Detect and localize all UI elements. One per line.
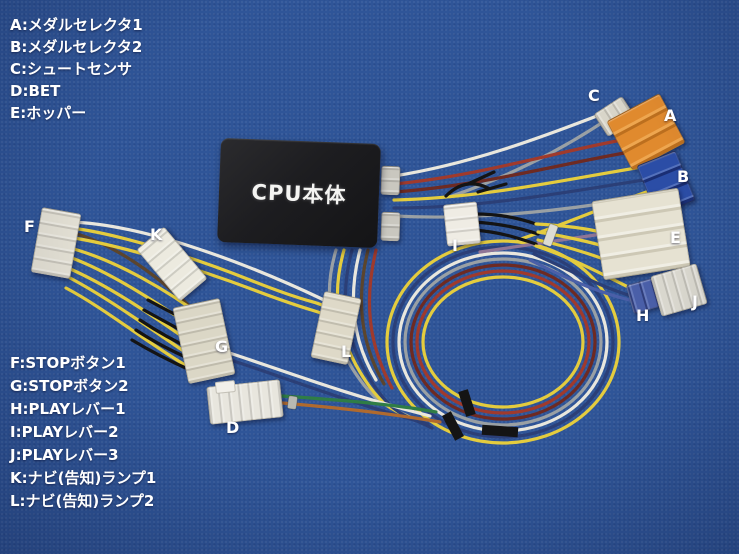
legend-line: K:ナビ(告知)ランプ1 [10, 469, 157, 487]
legend-line: G:STOPボタン2 [10, 377, 129, 395]
photo-label-a: A [664, 106, 677, 125]
legend-line: A:メダルセレクタ1 [10, 16, 143, 34]
wire-band-center [327, 248, 434, 430]
wire-bundle-d [280, 394, 442, 424]
photo-label-k: K [150, 225, 163, 244]
cpu-unit: CPU本体 [217, 137, 381, 249]
black-tie [481, 424, 519, 438]
connector-i-play-lever-2 [442, 201, 482, 247]
black-tie [442, 411, 464, 441]
photo-label-l: L [341, 342, 352, 361]
legend-line: C:シュートセンサ [10, 60, 133, 78]
photo-label-j: J [692, 292, 698, 311]
photo-label-f: F [24, 217, 35, 236]
legend-line: D:BET [10, 82, 61, 100]
legend-line: H:PLAYレバー1 [10, 400, 126, 418]
photo-label-b: B [677, 167, 690, 186]
cable-ties [286, 170, 559, 441]
black-tie [458, 389, 476, 417]
legend-line: L:ナビ(告知)ランプ2 [10, 492, 155, 510]
gray-clip [286, 395, 299, 410]
connector-latch [214, 379, 236, 394]
white-tie [542, 223, 559, 247]
legend-line: E:ホッパー [10, 104, 87, 122]
legend-line: I:PLAYレバー2 [10, 423, 119, 441]
cpu-side-connector-upper [380, 165, 401, 196]
photo-label-c: C [588, 86, 600, 105]
cpu-side-connector-lower [380, 211, 401, 242]
photo-label-d: D [226, 418, 240, 437]
legend-bottom: F:STOPボタン1 G:STOPボタン2 H:PLAYレバー1 I:PLAYレ… [10, 352, 156, 513]
photo-label-g: G [215, 337, 229, 356]
legend-top: A:メダルセレクタ1 B:メダルセレクタ2 C:シュートセンサ D:BET E:… [10, 14, 143, 124]
photo-label-h: H [636, 306, 650, 325]
legend-line: F:STOPボタン1 [10, 354, 126, 372]
cpu-unit-label: CPU本体 [251, 180, 347, 208]
photo-label-e: E [670, 228, 681, 247]
legend-line: J:PLAYレバー3 [10, 446, 119, 464]
legend-line: B:メダルセレクタ2 [10, 38, 143, 56]
connector-d-bet [206, 379, 284, 425]
wire-fan-right [392, 112, 654, 254]
photo-label-i: I [452, 236, 458, 255]
